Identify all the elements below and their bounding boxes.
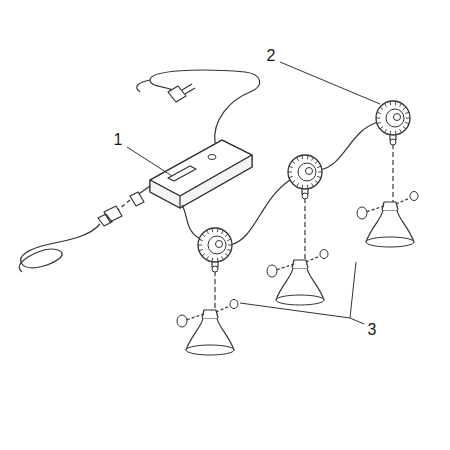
thumb-screw	[357, 207, 367, 219]
thumb-screw	[320, 250, 328, 259]
leader-line	[240, 262, 364, 324]
plug-pins	[182, 84, 195, 94]
dashed-line	[366, 206, 384, 212]
thumb-screw	[267, 265, 277, 277]
power-cord	[150, 70, 260, 143]
suction-cup	[186, 345, 234, 355]
lamp-housing	[288, 155, 322, 189]
leader-line	[280, 62, 380, 104]
lamp-housing	[376, 101, 410, 135]
lamp-lens	[386, 109, 404, 127]
lamp-ribs	[288, 155, 322, 188]
callout-number: 3	[366, 321, 379, 339]
cable	[182, 205, 199, 238]
coiled-cable	[19, 224, 100, 272]
ball-joint	[302, 193, 308, 199]
dashed-line	[306, 256, 320, 262]
lamp-bulb	[306, 168, 313, 175]
dashed-line	[396, 198, 410, 204]
clamp	[292, 260, 308, 268]
transformer-outline	[150, 140, 252, 208]
dashed-line	[118, 200, 130, 210]
ball-joint	[212, 266, 218, 272]
connector	[98, 206, 122, 226]
lamp-bulb	[216, 241, 223, 248]
callout-number: 1	[112, 131, 125, 149]
lamp-housing	[198, 228, 232, 262]
suction-cup	[366, 237, 414, 247]
connector	[130, 192, 144, 206]
thumb-screw	[230, 300, 238, 309]
plug	[168, 86, 186, 102]
lamp-lens	[298, 163, 316, 181]
clamp	[202, 310, 218, 318]
lamp-ribs	[376, 101, 410, 134]
lamp-ribs	[198, 228, 232, 261]
power-cord	[137, 80, 150, 92]
indicator	[208, 155, 216, 160]
cable	[230, 180, 290, 245]
callout-number: 2	[265, 47, 278, 65]
lamp-bulb	[394, 114, 401, 121]
dashed-line	[214, 271, 215, 312]
cable	[320, 122, 378, 170]
thumb-screw	[410, 192, 418, 201]
dashed-line	[304, 198, 305, 262]
clamp	[382, 202, 398, 210]
leader-line	[127, 147, 172, 176]
ball-joint	[390, 139, 396, 145]
transformer-panel	[168, 166, 196, 181]
dashed-line	[392, 144, 393, 204]
thumb-screw	[177, 315, 187, 327]
dashed-line	[216, 306, 230, 312]
lamp-lens	[208, 236, 226, 254]
dashed-line	[276, 264, 294, 270]
dashed-line	[186, 314, 204, 320]
suction-cup	[276, 295, 324, 305]
